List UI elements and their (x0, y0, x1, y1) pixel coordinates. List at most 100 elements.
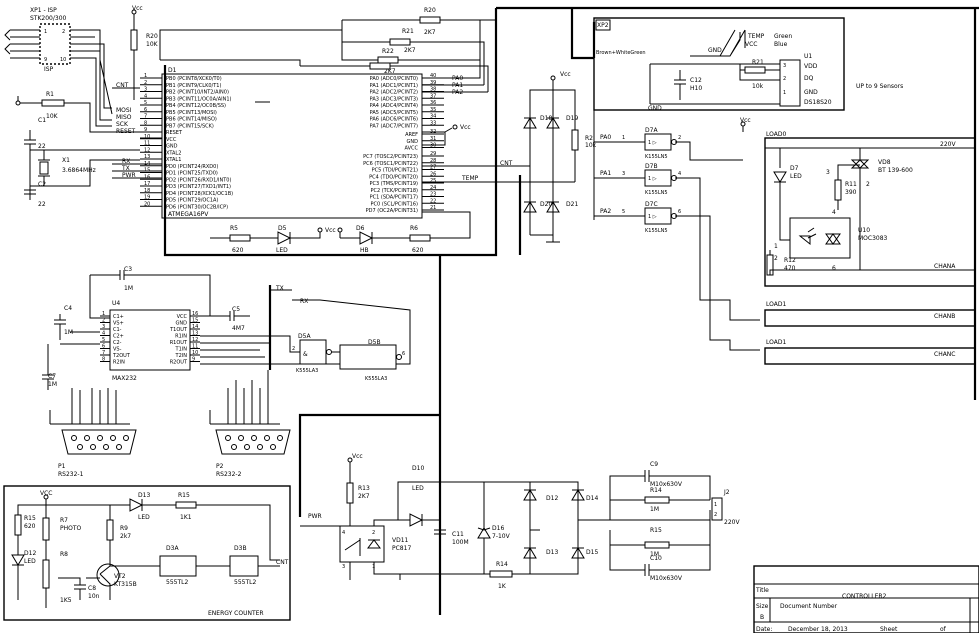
mcu-pin-label: AREF (405, 132, 418, 138)
svg-text:1 ▷: 1 ▷ (648, 214, 657, 220)
mcu-pin-label: PD1 (PCINT25/TXD0) (166, 171, 218, 177)
d13-value: LED (138, 514, 150, 521)
driver-gate-out: 2 (678, 135, 681, 141)
max232-pin-num: 9 (192, 357, 195, 363)
mcu-pin-label: RESET (166, 130, 183, 136)
mcu-pin-num: 28 (430, 158, 436, 164)
mcu-pin-label: PA3 (ADC3/PCINT3) (370, 96, 418, 102)
c2-ref: C2 (38, 181, 46, 188)
sensor-gnd2: GND (648, 105, 662, 112)
svg-text:9: 9 (44, 57, 47, 63)
max232-pin-label: C2- (113, 340, 122, 346)
mcu-pin-num: 2 (144, 80, 147, 86)
r5-ref: R5 (230, 225, 238, 232)
mcu-pin-label: PA4 (ADC4/PCINT4) (370, 103, 418, 109)
mcu-pin-label: XTAL1 (166, 157, 181, 163)
d10-value: LED (412, 485, 424, 492)
sensor-vcc: VCC (745, 41, 757, 48)
energy-vcc: VCC (40, 490, 52, 497)
mcu-pin-num: 39 (430, 80, 436, 86)
mcu-pin-num: 7 (144, 114, 147, 120)
power-r15-ref: R15 (650, 527, 662, 534)
max232-pin-label: C1- (113, 327, 122, 333)
sensor-temp: TEMP (747, 33, 765, 40)
sheet-label: Sheet (880, 626, 898, 633)
title-label: Title (755, 587, 769, 594)
miso-label: MISO (116, 114, 132, 121)
mcu-pin-num: 10 (144, 134, 150, 140)
mcu-pin-num: 18 (144, 188, 150, 194)
mcu-pin-num: 1 (144, 73, 147, 79)
of-label: of (940, 626, 947, 633)
mcu-pin-num: 12 (144, 147, 150, 153)
r13-ref: R13 (358, 485, 370, 492)
mcu-pin-num: 36 (430, 100, 436, 106)
u1-ref: U1 (804, 53, 812, 60)
mcu-pin-num: 25 (430, 178, 436, 184)
c4-ref: C4 (64, 305, 72, 312)
mcu-pin-num: 8 (144, 120, 147, 126)
mcu-pin-label: PB4 (PCINT12/OC0B/SS) (166, 103, 226, 109)
r2-ref: R2 (585, 135, 593, 142)
size-value: B (760, 614, 764, 621)
mcu-pin-label: PA6 (ADC6/PCINT6) (370, 117, 418, 123)
max232-pin-num: 4 (102, 331, 105, 337)
r20-ref: R20 (146, 33, 158, 40)
v220-label: 220V (940, 141, 956, 148)
r15b-value: 1K1 (180, 514, 192, 521)
mcu-pin-num: 19 (144, 195, 150, 201)
driver-gate-out: 6 (678, 209, 681, 215)
svg-text:1 ▷: 1 ▷ (648, 176, 657, 182)
energy-d12-ref: D12 (24, 550, 36, 557)
x1-value: 3.6864MHz (62, 167, 96, 174)
vt2-value: KT315B (114, 581, 137, 588)
c5-value: 4M7 (232, 325, 245, 332)
vd11-value: PC817 (392, 545, 411, 552)
driver-gate-out: 4 (678, 171, 681, 177)
rx-net: RX (122, 158, 130, 165)
power-pwr: PWR (308, 513, 322, 520)
load1b-label: LOAD1 (766, 339, 786, 346)
mcu-pin-label: PC6 (TOSC1/PCINT22) (363, 161, 418, 167)
d16-ref: D16 (492, 525, 504, 532)
chanb-label: CHANB (934, 313, 955, 320)
mcu-pin-num: 38 (430, 87, 436, 93)
sensor-brown: Brown+WhiteGreen (596, 50, 646, 56)
r14-value: 1K (498, 583, 507, 590)
mcu-pin-label: PA1 (ADC1/PCINT1) (370, 83, 418, 89)
sensor-r21-ref: R21 (752, 59, 764, 66)
max232-pin-label: T2OUT (112, 353, 131, 359)
r11-ref: R11 (845, 181, 857, 188)
d3a-ref: D3A (166, 545, 179, 552)
mcu-pin-num: 26 (430, 171, 436, 177)
chana-label: CHANA (934, 263, 956, 270)
mcu-pin-label: PA0 (ADC0/PCINT0) (370, 76, 418, 82)
mcu-pin-num: 4 (144, 93, 147, 99)
mosi-label: MOSI (116, 107, 132, 114)
max232-pin-num: 8 (102, 357, 105, 363)
c12-ref: C12 (690, 77, 702, 84)
mcu-pin-label: PD2 (PCINT26/RXD1/INT0) (166, 177, 231, 183)
svg-text:3: 3 (342, 564, 345, 570)
max232-pin-label: VCC (177, 314, 188, 320)
svg-text:2: 2 (866, 181, 870, 188)
max232-pin-label: C1+ (113, 314, 124, 320)
energy-d12-value: LED (24, 558, 36, 565)
status-leds: Vcc R5 620 D5 LED D6 HB R6 620 (210, 211, 471, 254)
max232-pin-label: R1IN (175, 334, 187, 340)
sensor-green: Green (774, 33, 792, 40)
u1-name: DS18S20 (804, 99, 832, 106)
u4-name: MAX232 (112, 375, 137, 382)
r20-value: 10K (146, 41, 159, 48)
max232-pin-num: 13 (192, 331, 198, 337)
isp-model: STK200/300 (30, 15, 67, 22)
driver-pin: 5 (622, 209, 625, 215)
d3b-value: 555TL2 (234, 579, 256, 586)
r21-ref: R21 (402, 28, 414, 35)
mcu-pin-num: 5 (144, 100, 147, 106)
r13-value: 2K7 (358, 493, 370, 500)
r6-ref: R6 (410, 225, 418, 232)
max232-pin-num: 11 (192, 344, 198, 350)
d6-ref: D6 (356, 225, 365, 232)
